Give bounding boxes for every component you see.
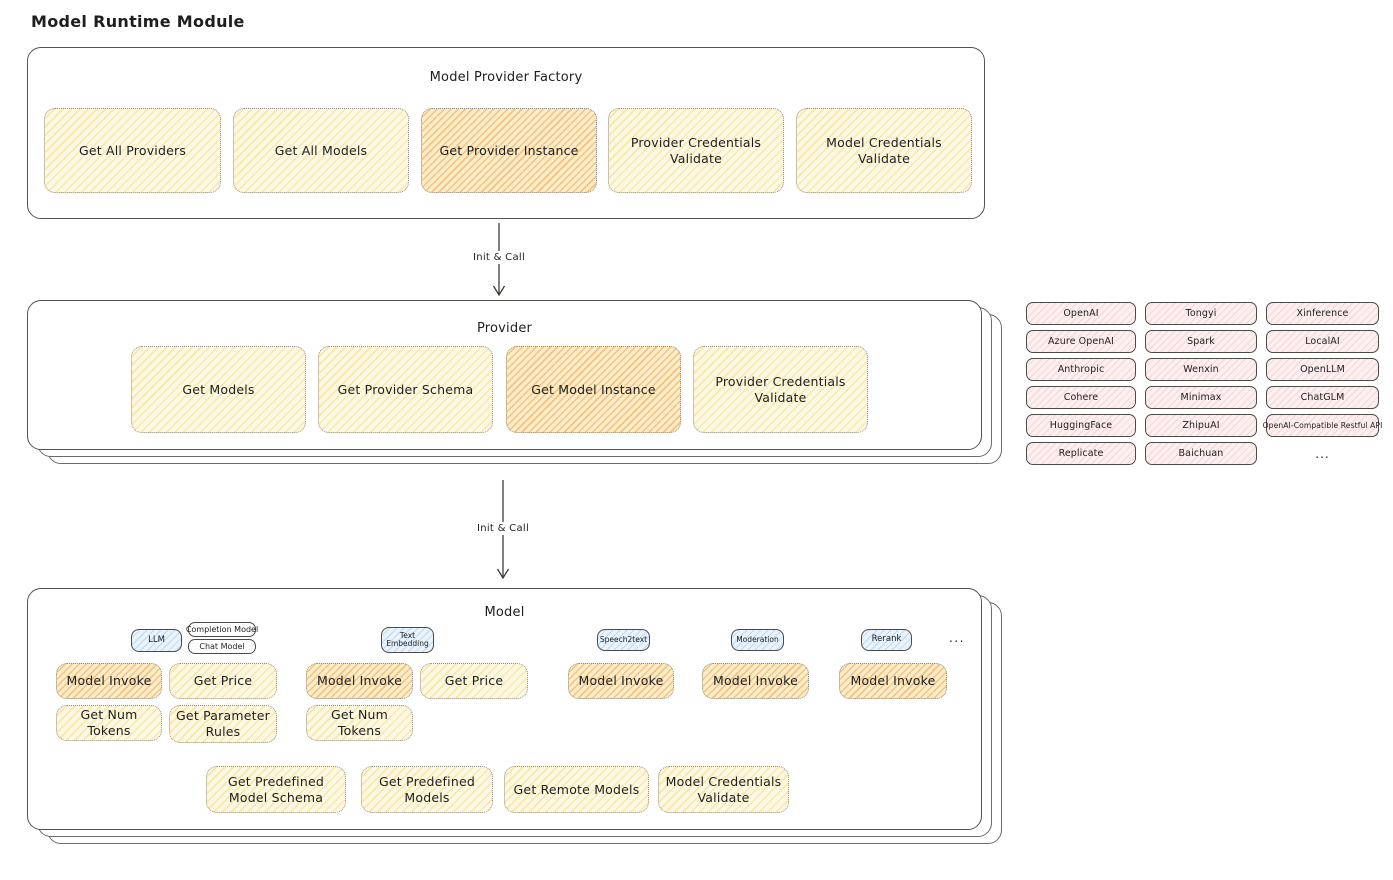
text-embedding-get-num-tokens: Get Num Tokens (306, 705, 413, 741)
catalog-pill-localai: LocalAI (1266, 330, 1379, 353)
arrow-bottom-label: Init & Call (471, 522, 535, 535)
arrow-top-label: Init & Call (467, 251, 531, 264)
moderation-model-invoke: Model Invoke (702, 663, 809, 699)
provider-title: Provider (476, 321, 533, 336)
model-get-remote-models: Get Remote Models (504, 766, 649, 813)
model-get-predefined-model-schema: Get Predefined Model Schema (206, 766, 346, 813)
text-embedding-get-price: Get Price (420, 663, 528, 699)
catalog-more-ellipsis: ... (1315, 446, 1330, 461)
factory-frame: Model Provider Factory Get All Providers… (27, 47, 985, 219)
catalog-pill-zhipuai: ZhipuAI (1145, 414, 1257, 437)
provider-box-get-provider-schema: Get Provider Schema (318, 346, 493, 433)
speech2text-model-invoke: Model Invoke (568, 663, 674, 699)
model-types-more-ellipsis: ... (949, 631, 965, 645)
model-frame: Model LLM Completion Model Chat Model Te… (27, 588, 982, 830)
catalog-pill-chatglm: ChatGLM (1266, 386, 1379, 409)
rerank-model-invoke: Model Invoke (839, 663, 947, 699)
tag-moderation: Moderation (731, 629, 784, 651)
factory-box-get-all-models: Get All Models (233, 108, 409, 193)
factory-box-provider-credentials-validate: Provider Credentials Validate (608, 108, 784, 193)
provider-box-get-models: Get Models (131, 346, 306, 433)
factory-box-get-provider-instance: Get Provider Instance (421, 108, 597, 193)
catalog-pill-spark: Spark (1145, 330, 1257, 353)
tag-chat-model: Chat Model (188, 639, 256, 654)
model-title: Model (484, 605, 525, 620)
model-get-predefined-models: Get Predefined Models (361, 766, 493, 813)
factory-box-model-credentials-validate: Model Credentials Validate (796, 108, 972, 193)
provider-box-get-model-instance: Get Model Instance (506, 346, 681, 433)
catalog-pill-huggingface: HuggingFace (1026, 414, 1136, 437)
provider-frame: Provider Get Models Get Provider Schema … (27, 300, 982, 450)
llm-model-invoke: Model Invoke (56, 663, 162, 699)
catalog-pill-cohere: Cohere (1026, 386, 1136, 409)
catalog-pill-replicate: Replicate (1026, 442, 1136, 465)
model-model-credentials-validate: Model Credentials Validate (658, 766, 789, 813)
provider-catalog: OpenAI Tongyi Xinference Azure OpenAI Sp… (1026, 302, 1382, 465)
llm-get-parameter-rules: Get Parameter Rules (169, 705, 277, 743)
tag-completion-model: Completion Model (186, 622, 258, 637)
tag-speech2text: Speech2text (597, 629, 650, 651)
tag-text-embedding: Text Embedding (381, 627, 434, 653)
catalog-pill-anthropic: Anthropic (1026, 358, 1136, 381)
tag-llm: LLM (131, 629, 182, 652)
provider-box-provider-credentials-validate: Provider Credentials Validate (693, 346, 868, 433)
catalog-pill-minimax: Minimax (1145, 386, 1257, 409)
catalog-pill-xinference: Xinference (1266, 302, 1379, 325)
factory-title: Model Provider Factory (429, 70, 583, 85)
catalog-pill-openai: OpenAI (1026, 302, 1136, 325)
catalog-pill-openai-compatible-restful-api: OpenAI-Compatible Restful API (1263, 414, 1382, 437)
catalog-pill-openllm: OpenLLM (1266, 358, 1379, 381)
factory-box-get-all-providers: Get All Providers (44, 108, 221, 193)
tag-rerank: Rerank (861, 629, 912, 651)
catalog-pill-azure-openai: Azure OpenAI (1026, 330, 1136, 353)
llm-get-price: Get Price (169, 663, 277, 699)
catalog-pill-wenxin: Wenxin (1145, 358, 1257, 381)
catalog-pill-tongyi: Tongyi (1145, 302, 1257, 325)
page-title: Model Runtime Module (31, 12, 245, 31)
text-embedding-model-invoke: Model Invoke (306, 663, 413, 699)
catalog-pill-baichuan: Baichuan (1145, 442, 1257, 465)
llm-get-num-tokens: Get Num Tokens (56, 705, 162, 741)
